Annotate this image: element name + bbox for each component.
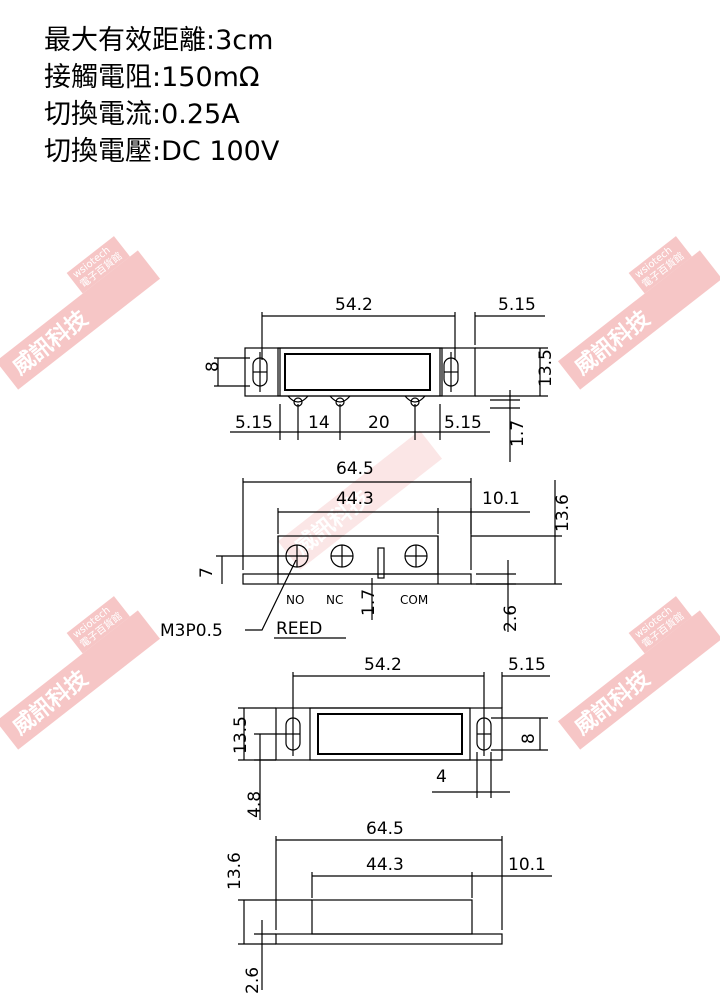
- dim-v4-inner-width: 44.3: [366, 855, 404, 875]
- pin-com: [404, 395, 426, 403]
- dim-v3-height-left: 13.5: [231, 716, 251, 754]
- spec-switching-current: 切換電流:0.25A: [44, 99, 240, 130]
- watermark-band: [557, 610, 720, 750]
- label-thread: M3P0.5: [160, 621, 223, 641]
- watermark-stamps: 威訊科技 wsiotech 電子百貨館 威訊科技 威訊科技 wsiotech 電…: [0, 236, 720, 750]
- dim-v4-total-width: 64.5: [366, 819, 404, 839]
- watermark-bottom-right: 威訊科技 wsiotech 電子百貨館: [557, 596, 720, 750]
- watermark-tab: [66, 236, 130, 294]
- dim-v1-height-right: 13.5: [536, 349, 556, 387]
- dim-v1-pin-left: 5.15: [235, 413, 273, 433]
- watermark-tab: [66, 596, 130, 654]
- watermark-band: [0, 610, 161, 750]
- dim-v2-pin-height: 1.7: [359, 589, 379, 616]
- label-reed: REED: [276, 619, 322, 639]
- dim-v2-edge-width: 10.1: [482, 489, 520, 509]
- base-plate: [275, 933, 503, 945]
- dim-v3-width-edge: 5.15: [508, 655, 546, 675]
- body-inner: [309, 707, 471, 761]
- spec-list: 最大有效距離:3cm 接觸電阻:150mΩ 切換電流:0.25A 切換電壓:DC…: [44, 22, 279, 170]
- view-top-with-pins: [214, 312, 548, 462]
- label-com: COM: [400, 593, 428, 607]
- dim-v3-hole-offset: 4.8: [245, 791, 265, 818]
- body-inner: [277, 347, 443, 397]
- dim-v2-total-width: 64.5: [336, 459, 374, 479]
- dim-v3-width-center: 54.2: [364, 655, 402, 675]
- dim-v1-pin-b: 20: [368, 413, 390, 433]
- body-block: [311, 899, 473, 935]
- watermark-band: [277, 430, 443, 570]
- divider-rib: [377, 547, 385, 579]
- label-nc: NC: [326, 593, 343, 607]
- dim-v2-inner-width: 44.3: [336, 489, 374, 509]
- body-window: [317, 713, 463, 755]
- watermark-tab: [628, 236, 692, 294]
- watermark-band: [557, 250, 720, 390]
- label-no: NO: [286, 593, 304, 607]
- dim-v4-base-height: 2.6: [243, 967, 263, 994]
- watermark-top-left: 威訊科技 wsiotech 電子百貨館: [0, 236, 161, 390]
- dim-v2-total-height: 13.6: [553, 494, 573, 532]
- dim-v4-total-height: 13.6: [225, 852, 245, 890]
- body-window: [284, 353, 431, 391]
- thread-leader: [245, 559, 297, 631]
- dim-v1-width-center: 54.2: [335, 295, 373, 315]
- view-top-magnet: [238, 672, 550, 820]
- dim-v4-edge-width: 10.1: [508, 855, 546, 875]
- spec-contact-resistance: 接觸電阻:150mΩ: [44, 62, 260, 93]
- view-side-magnet: [238, 836, 552, 990]
- base-plate: [242, 573, 472, 585]
- dim-v3-height-right: 8: [519, 733, 539, 744]
- dim-v1-width-edge: 5.15: [498, 295, 536, 315]
- pin-nc: [329, 395, 351, 403]
- spec-switching-voltage: 切換電壓:DC 100V: [44, 136, 280, 167]
- dim-v3-hole-width: 4: [436, 767, 447, 787]
- dim-v1-height-left: 8: [203, 361, 223, 372]
- watermark-band: [0, 250, 161, 390]
- dim-v2-base-height: 2.6: [501, 605, 521, 632]
- spec-max-distance: 最大有效距離:3cm: [44, 25, 274, 56]
- watermark-tab: [628, 596, 692, 654]
- dim-v2-screw-height: 7: [197, 567, 217, 578]
- dim-v1-pin-height: 1.7: [508, 420, 528, 447]
- view-side-terminals: [216, 478, 562, 639]
- pin-no: [287, 395, 309, 403]
- watermark-bottom-left: 威訊科技 wsiotech 電子百貨館: [0, 596, 161, 750]
- dim-v1-pin-right: 5.15: [444, 413, 482, 433]
- dim-v1-pin-a: 14: [308, 413, 330, 433]
- watermark-top-right: 威訊科技 wsiotech 電子百貨館: [557, 236, 720, 390]
